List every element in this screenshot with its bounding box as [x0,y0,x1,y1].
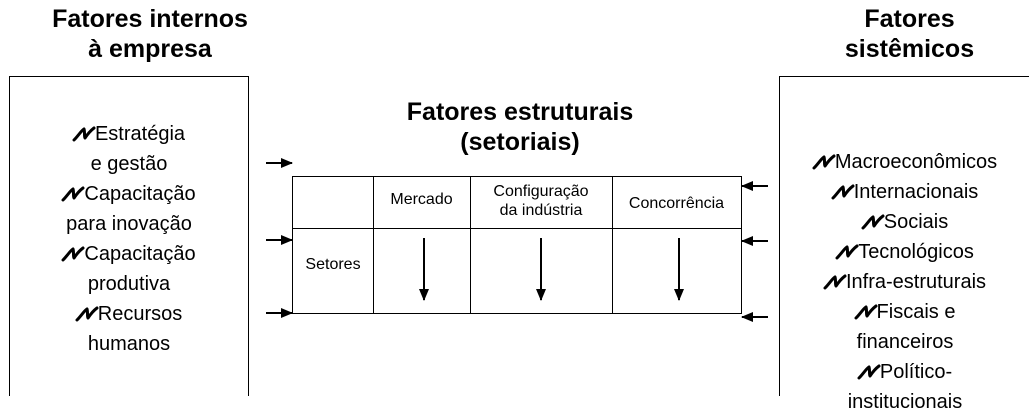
checkmark-bullet-icon [823,274,847,290]
heading-structural-factors: Fatores estruturais (setoriais) [320,97,720,157]
checkmark-bullet-icon [857,364,881,380]
heading-line: Fatores estruturais [406,98,634,126]
heading-line: (setoriais) [460,128,580,156]
factor-item: Tecnológicos [780,237,1029,267]
factor-text: Capacitação [84,183,196,205]
factor-line: Sociais [780,207,1029,237]
heading-line: Fatores [864,5,955,33]
factor-text: Sociais [883,211,949,233]
factor-text: Tecnológicos [858,241,974,263]
factor-text: Recursos [97,303,183,325]
factor-line: Internacionais [780,177,1029,207]
factor-line: Capacitação [10,179,248,209]
table-divider [293,228,741,229]
heading-internal-factors: Fatores internos à empresa [0,4,300,64]
factor-text: produtiva [87,273,171,295]
column-header-configuracao: Configuração da indústria [470,182,612,220]
factor-text: Internacionais [853,181,979,203]
factor-text: Fiscais e [876,301,956,323]
factor-line: Macroeconômicos [780,147,1029,177]
factor-text: Estratégia [94,123,186,145]
table-divider [612,177,613,313]
factor-line: Recursos [10,299,248,329]
factor-line: e gestão [10,149,248,179]
column-header-mercado: Mercado [390,191,453,208]
factor-line: humanos [10,329,248,359]
factor-item: Capacitação produtiva [10,239,248,299]
factor-line: para inovação [10,209,248,239]
arrows-layer [266,158,768,322]
factor-line: Fiscais e [780,297,1029,327]
factor-item: Macroeconômicos [780,147,1029,177]
factor-line: financeiros [780,327,1029,357]
factor-item: Fiscais e financeiros [780,297,1029,357]
column-header-line: da indústria [499,202,583,219]
factor-text: Macroeconômicos [834,151,998,173]
row-label-setores: Setores [305,256,361,273]
table-divider [470,177,471,313]
heading-line: Fatores internos [52,5,248,33]
checkmark-bullet-icon [75,306,99,322]
checkmark-bullet-icon [861,214,885,230]
factor-line: Estratégia [10,119,248,149]
factor-line: Capacitação [10,239,248,269]
table-divider [373,177,374,313]
factor-item: Infra-estruturais [780,267,1029,297]
factor-line: Político- [780,357,1029,387]
checkmark-bullet-icon [61,246,85,262]
checkmark-bullet-icon [835,244,859,260]
factor-text: Político- [879,361,953,383]
column-header-line: Configuração [493,183,589,200]
checkmark-bullet-icon [61,186,85,202]
factor-line: produtiva [10,269,248,299]
factor-item: Estratégia e gestão [10,119,248,179]
factor-item: Capacitação para inovação [10,179,248,239]
factor-text: Infra-estruturais [845,271,987,293]
checkmark-bullet-icon [831,184,855,200]
factor-item: Internacionais [780,177,1029,207]
factor-text: institucionais [847,391,963,413]
heading-line: sistêmicos [844,35,975,63]
factor-text: financeiros [856,331,954,353]
factor-text: para inovação [66,213,192,235]
factor-line: Infra-estruturais [780,267,1029,297]
checkmark-bullet-icon [854,304,878,320]
factor-item: Recursos humanos [10,299,248,359]
column-header-concorrencia: Concorrência [628,195,725,212]
factor-line: Tecnológicos [780,237,1029,267]
factor-text: Capacitação [84,243,196,265]
factor-item: Sociais [780,207,1029,237]
heading-line: à empresa [88,35,212,63]
checkmark-bullet-icon [72,126,96,142]
heading-systemic-factors: Fatores sistêmicos [790,4,1029,64]
factor-text: humanos [87,333,171,355]
checkmark-bullet-icon [812,154,836,170]
sector-table: Mercado Configuração da indústria Concor… [292,176,742,314]
factor-text: e gestão [90,153,168,175]
